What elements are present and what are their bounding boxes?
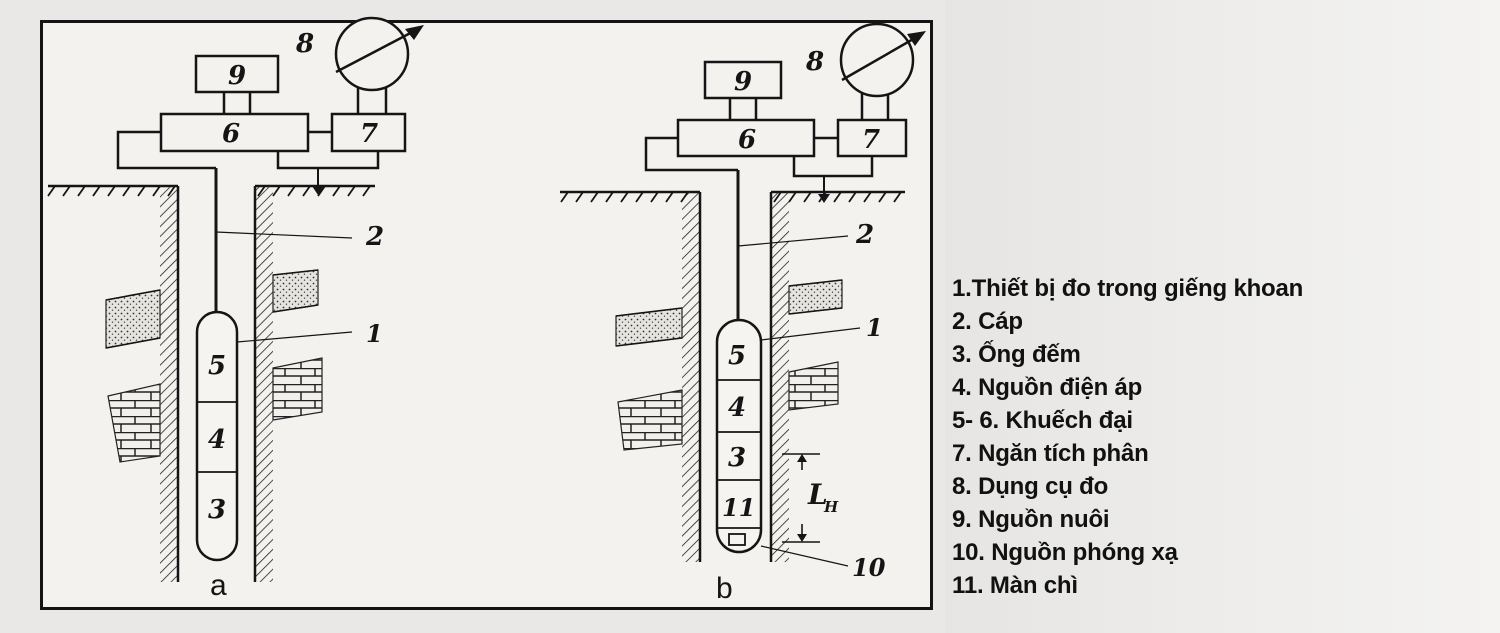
label-9-a: 9 bbox=[228, 61, 246, 91]
limestone-layer-b bbox=[617, 389, 683, 451]
legend-item: 10. Nguồn phóng xạ bbox=[952, 539, 1178, 566]
label-1-a: 1 bbox=[366, 319, 383, 348]
label-1-b: 1 bbox=[866, 313, 883, 342]
label-10-b: 10 bbox=[852, 553, 886, 582]
label-6-b: 6 bbox=[738, 125, 756, 155]
label-7-a: 7 bbox=[360, 119, 378, 149]
legend-item: 2. Cáp bbox=[952, 308, 1023, 335]
label-lh-b: L bbox=[807, 478, 828, 511]
background-right bbox=[945, 0, 1500, 633]
label-3-b: 3 bbox=[728, 443, 746, 473]
sand-layer-b bbox=[615, 307, 683, 347]
label-8-a: 8 bbox=[295, 29, 314, 59]
legend-item: 8. Dụng cụ đo bbox=[952, 473, 1109, 500]
legend-item: 5- 6. Khuếch đại bbox=[952, 407, 1133, 434]
borehole-wall-right-a bbox=[255, 186, 273, 582]
ground-surface-left-b bbox=[560, 190, 700, 203]
box-6-b bbox=[676, 118, 816, 158]
label-2-a: 2 bbox=[365, 222, 384, 252]
panel-b: 9 8 6 7 2 1 5 4 3 11 L H 10 b bbox=[560, 22, 926, 605]
caption-b: b bbox=[716, 572, 733, 605]
label-lh-sub-b: H bbox=[823, 498, 839, 516]
legend-item: 4. Nguồn điện áp bbox=[952, 374, 1143, 401]
label-11-b: 11 bbox=[722, 493, 755, 522]
panel-a: 9 8 6 7 2 1 5 4 3 a bbox=[47, 16, 424, 602]
box-6-a bbox=[159, 112, 310, 153]
box-7-a bbox=[330, 112, 407, 153]
label-3-a: 3 bbox=[208, 495, 226, 525]
borehole-wall-right-b bbox=[771, 192, 789, 562]
well-logging-diagram: 9 8 6 7 2 1 5 4 3 a bbox=[47, 16, 926, 605]
legend-list: 1.Thiết bị đo trong giếng khoan 2. Cáp 3… bbox=[952, 272, 1303, 602]
legend-item: 3. Ống đếm bbox=[952, 341, 1081, 368]
legend-item: 11. Màn chì bbox=[952, 572, 1078, 599]
caption-a: a bbox=[210, 569, 227, 602]
limestone-layer-a bbox=[107, 383, 161, 463]
radioactive-source-b bbox=[728, 533, 746, 546]
label-4-b: 4 bbox=[728, 393, 746, 423]
legend-item: 7. Ngăn tích phân bbox=[952, 440, 1149, 467]
ground-surface-right-b bbox=[771, 190, 905, 203]
label-8-b: 8 bbox=[805, 47, 824, 77]
ground-surface-left-a bbox=[47, 184, 178, 197]
label-7-b: 7 bbox=[862, 125, 880, 155]
borehole-wall-left-a bbox=[160, 186, 178, 582]
legend-item: 9. Nguồn nuôi bbox=[952, 506, 1110, 533]
label-6-a: 6 bbox=[222, 119, 240, 149]
borehole-wall-left-b bbox=[682, 192, 700, 562]
label-4-a: 4 bbox=[208, 425, 226, 455]
label-5-b: 5 bbox=[728, 341, 746, 371]
legend-item: 1.Thiết bị đo trong giếng khoan bbox=[952, 275, 1304, 302]
label-5-a: 5 bbox=[208, 351, 226, 381]
box-9-b bbox=[703, 60, 783, 100]
label-9-b: 9 bbox=[734, 67, 752, 97]
label-2-b: 2 bbox=[855, 220, 874, 250]
probe-b bbox=[715, 318, 763, 554]
box-9-a bbox=[194, 54, 280, 94]
probe-a bbox=[195, 310, 239, 562]
